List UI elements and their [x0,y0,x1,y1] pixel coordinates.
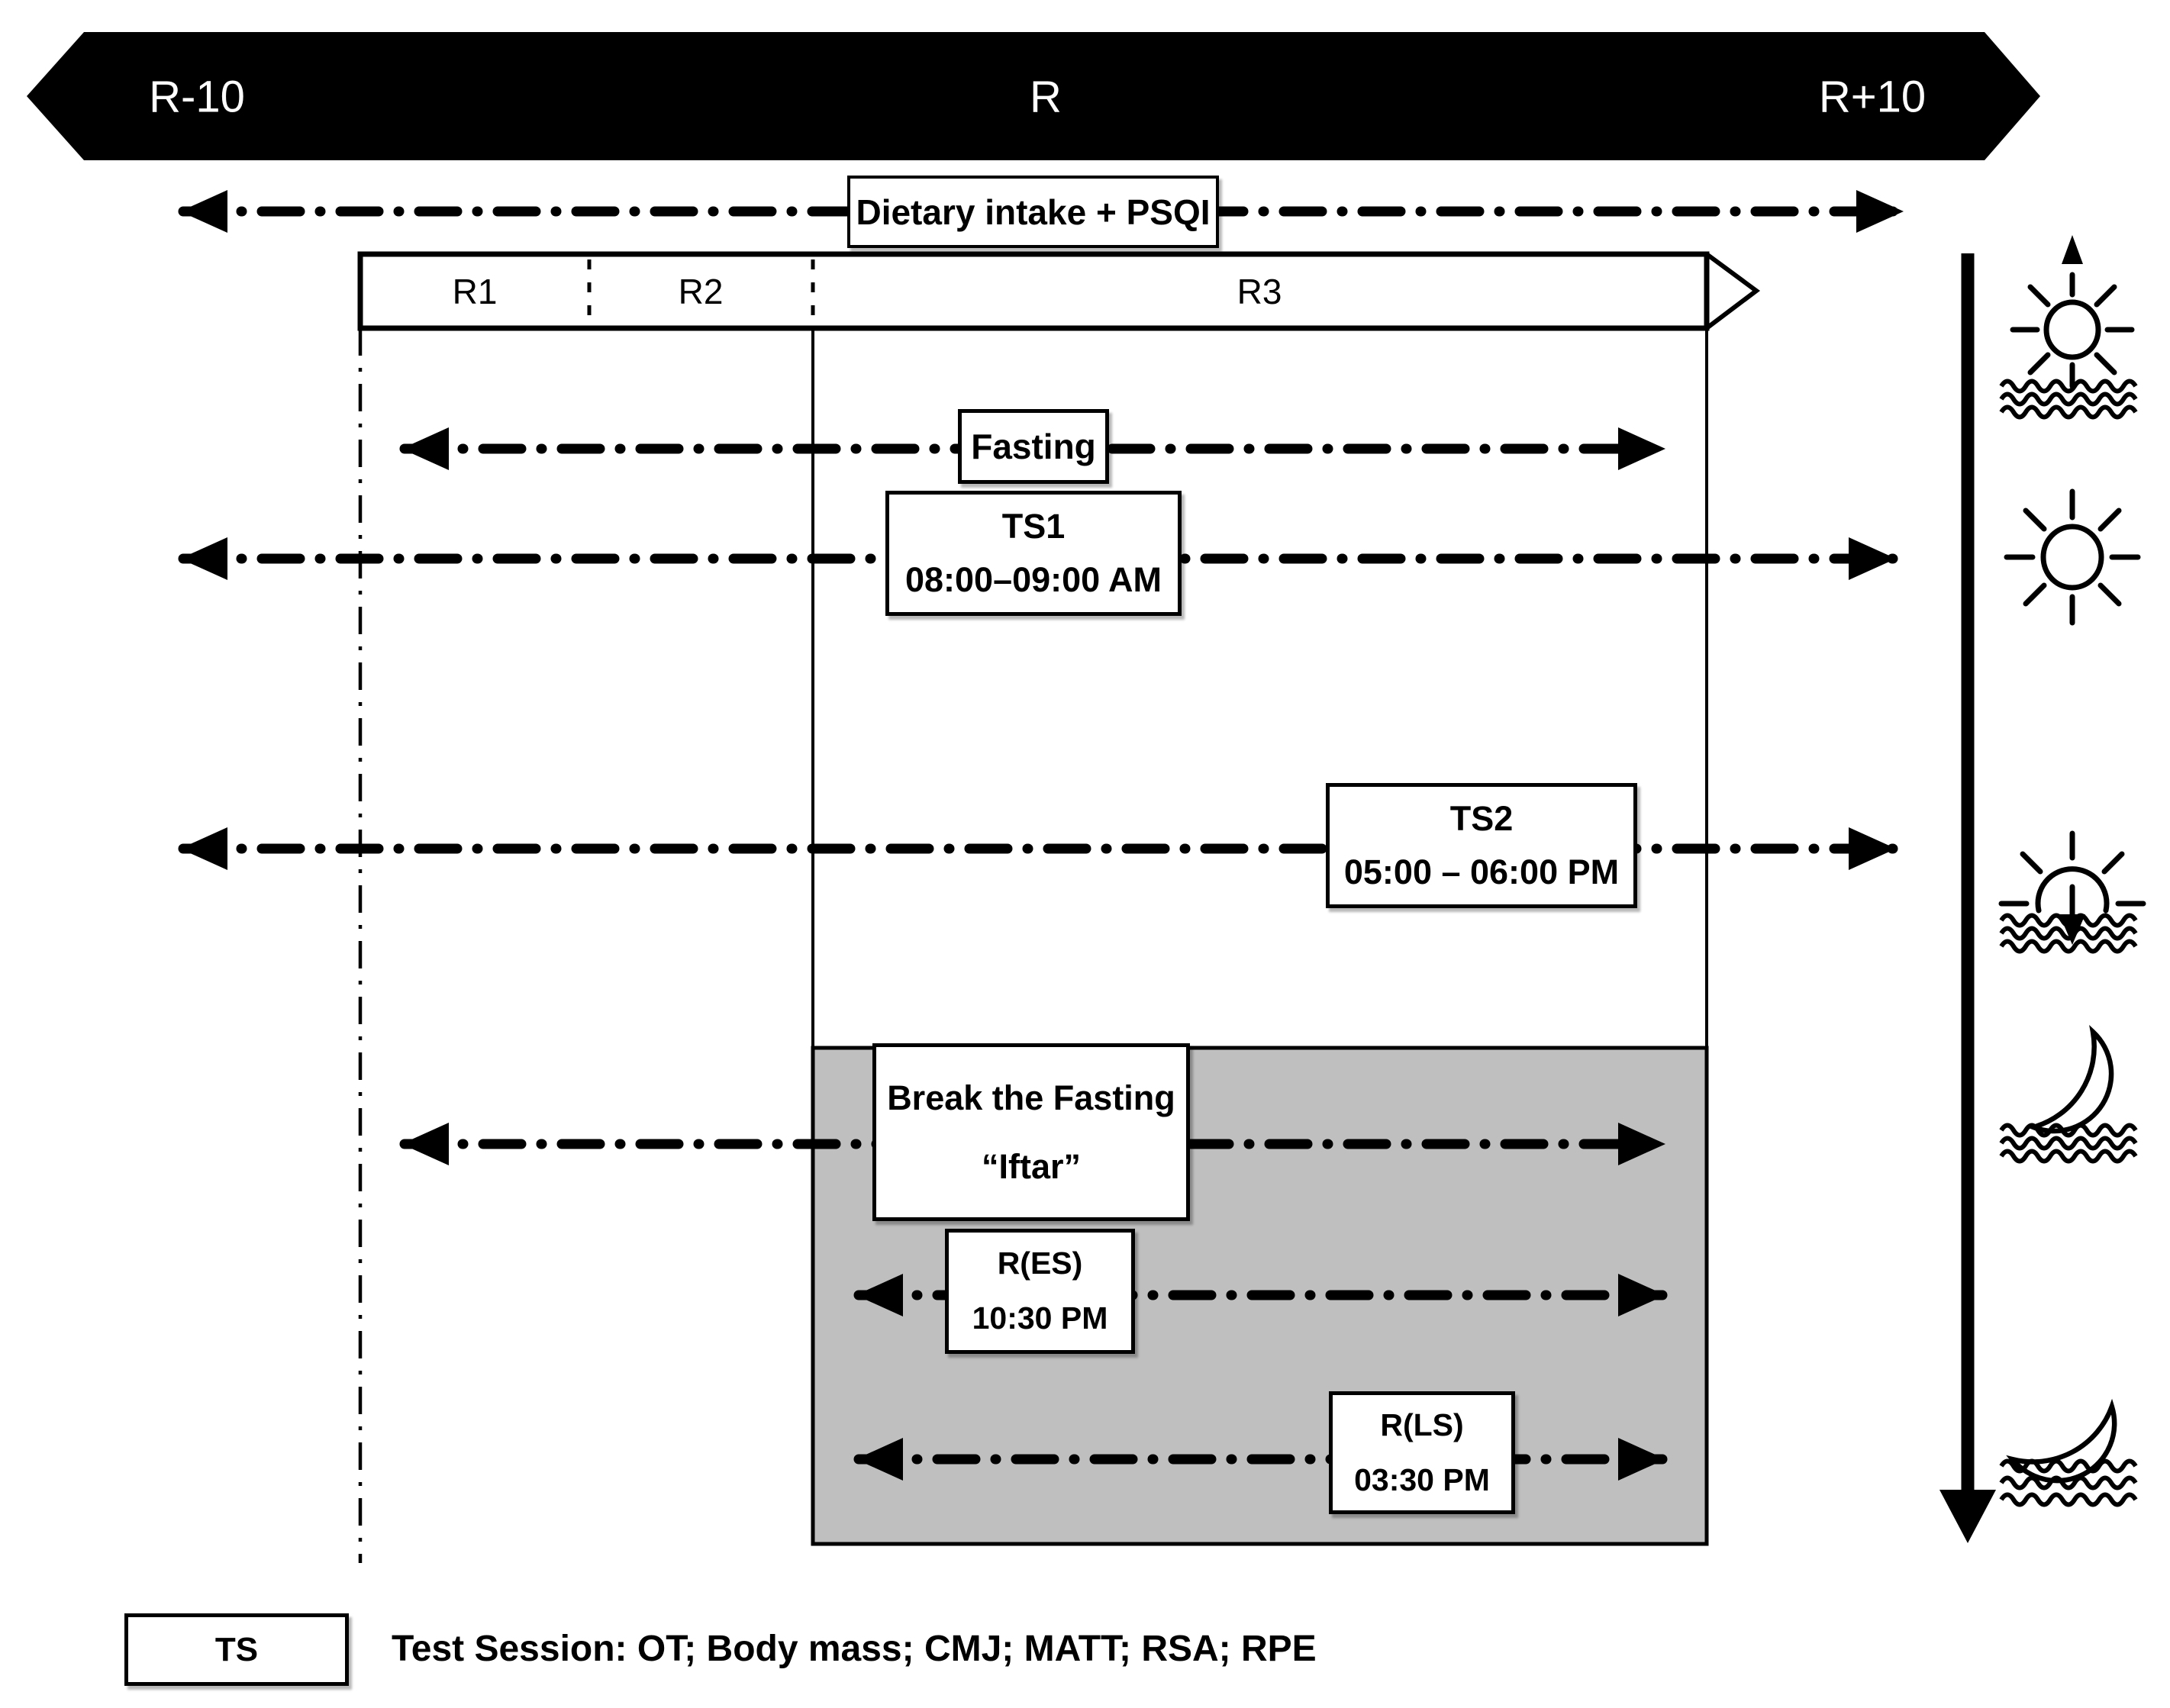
bar-label-r2: R2 [678,272,724,311]
fasting-label: Fasting [971,427,1096,466]
dietary-psqi-label: Dietary intake + PSQI [856,192,1211,232]
moon-set-icon [2001,1398,2136,1505]
ts2-title: TS2 [1449,799,1514,839]
legend-symbol: TS [214,1630,259,1668]
rls-time: 03:30 PM [1354,1461,1490,1497]
ts2-box: TS2 05:00 – 06:00 PM [1326,783,1637,908]
dietary-psqi-label-box: Dietary intake + PSQI [847,176,1219,248]
sunrise-icon [2001,235,2136,417]
ts1-box: TS1 08:00–09:00 AM [885,491,1182,616]
ramadan-bar-tip [1705,252,1761,330]
legend-symbol-box: TS [124,1613,349,1686]
iftar-box: Break the Fasting “Iftar” [872,1043,1190,1221]
period-banner-shape [27,32,2040,160]
bar-label-r1: R1 [452,272,498,311]
ramadan-bar [357,251,1710,331]
day-timeline-arrow [1939,253,1996,1543]
res-time: 10:30 PM [972,1300,1108,1336]
fasting-label-box: Fasting [958,409,1109,484]
iftar-line1: Break the Fasting [887,1078,1175,1117]
legend-description: Test Session: OT; Body mass; CMJ; MATT; … [392,1629,1317,1669]
banner-label-r-plus-10: R+10 [1818,72,1927,122]
res-title: R(ES) [997,1246,1083,1281]
ts1-time: 08:00–09:00 AM [904,560,1162,599]
bar-label-r3: R3 [1237,272,1282,311]
rls-box: R(LS) 03:30 PM [1329,1391,1515,1514]
moon-icon [2001,1025,2136,1162]
ts1-title: TS1 [1001,507,1066,546]
sunset-icon [1998,830,2146,952]
banner-label-r: R [1030,72,1062,122]
ts2-time: 05:00 – 06:00 PM [1343,852,1620,891]
iftar-line2: “Iftar” [981,1146,1081,1186]
res-box: R(ES) 10:30 PM [945,1229,1135,1354]
banner-label-r-minus-10: R-10 [149,72,245,122]
sun-icon [2004,488,2141,626]
rls-title: R(LS) [1380,1407,1464,1442]
